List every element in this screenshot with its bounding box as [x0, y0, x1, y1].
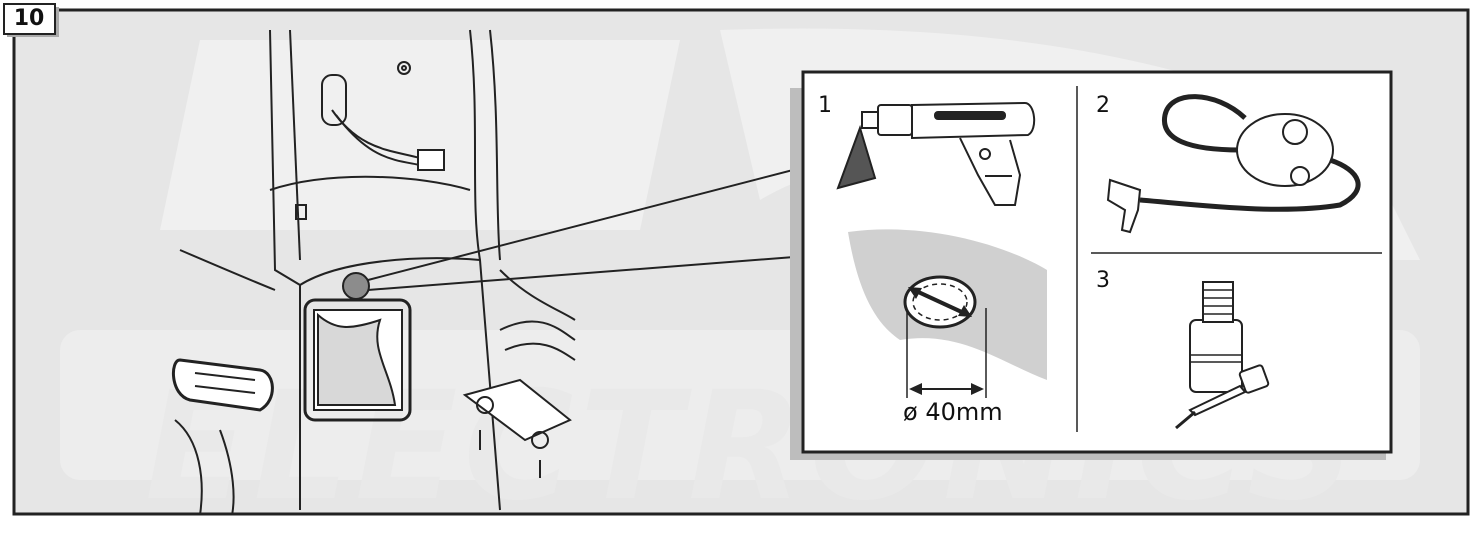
body-edge — [269, 29, 301, 510]
drill-icon — [836, 101, 1036, 206]
panel-label-2: 2 — [1096, 93, 1110, 118]
panel-label-1: 1 — [818, 93, 832, 118]
hole-diameter-label: ø 40mm — [903, 398, 1003, 426]
leader-line-bottom — [367, 254, 821, 291]
step-number-badge: 10 — [3, 3, 61, 39]
vacuum-icon — [1106, 94, 1361, 234]
leader-line-top — [367, 162, 821, 281]
panel-label-3: 3 — [1096, 268, 1110, 293]
hole-marker — [342, 272, 370, 300]
step-number: 10 — [13, 6, 45, 31]
hole-icon — [903, 275, 987, 398]
paint-bottle-icon — [1175, 281, 1270, 430]
